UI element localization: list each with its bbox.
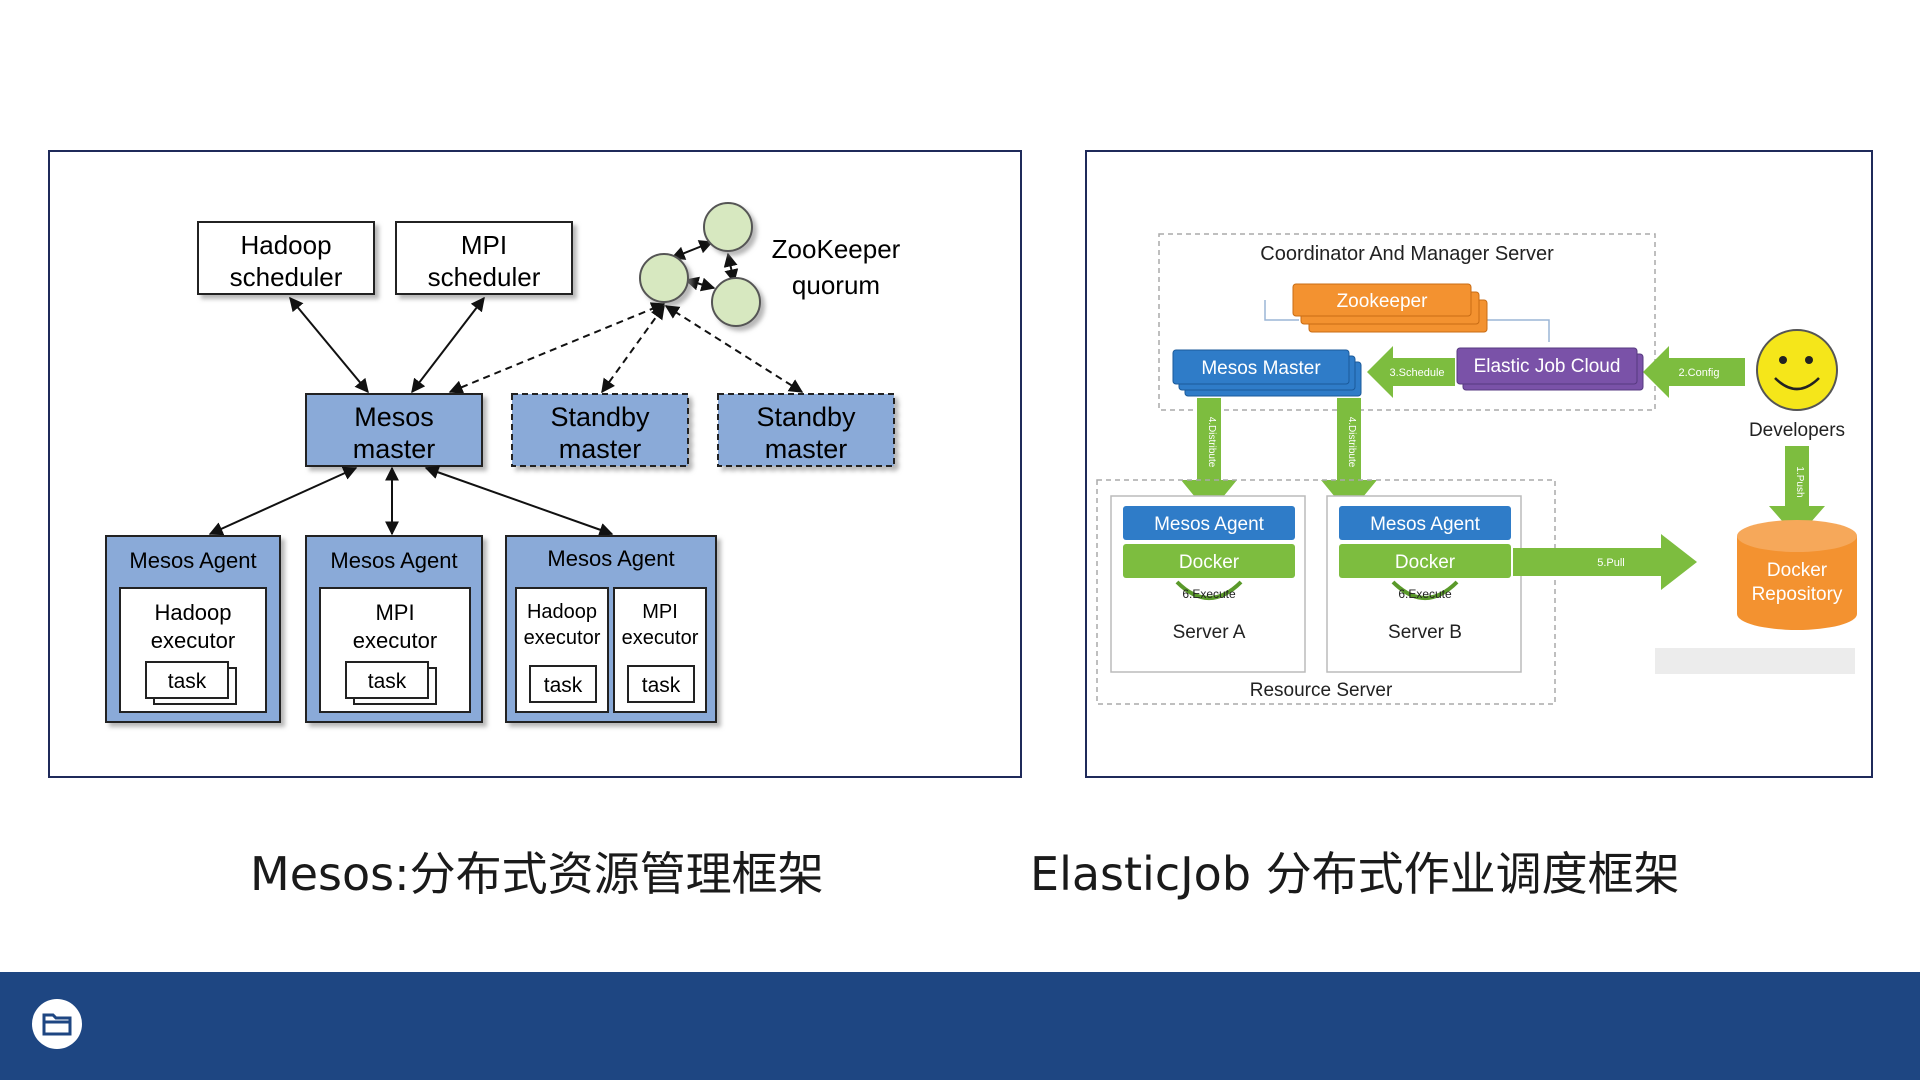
footer-bar — [0, 972, 1920, 1080]
blurred-watermark — [1655, 648, 1855, 674]
elasticjob-architecture-diagram: Coordinator And Manager Server Zookeeper… — [1096, 233, 1857, 705]
distribute-b-label: 4.Distribute — [1346, 417, 1357, 468]
zookeeper-stack: Zookeeper — [1292, 283, 1488, 333]
coordinator-title: Coordinator And Manager Server — [1260, 243, 1554, 265]
mesos-master-line1: Mesos — [354, 402, 434, 432]
mesos-master-line2: master — [353, 434, 436, 464]
developers-label: Developers — [1749, 420, 1845, 441]
mesos-master-box: Mesos master — [305, 393, 483, 467]
coordinator-box — [1158, 233, 1656, 411]
mpi-scheduler-line2: scheduler — [428, 262, 541, 292]
server-a-docker: Docker — [1179, 552, 1240, 573]
resource-server-box — [1096, 479, 1556, 705]
pull-arrow: 5.Pull — [1513, 534, 1697, 590]
zookeeper-label-line1: ZooKeeper — [772, 234, 901, 264]
server-a-name: Server A — [1173, 622, 1246, 643]
standby-master-box-2: Standby master — [717, 393, 895, 467]
mesos-agent-box-3: Mesos Agent Hadoop executor task MPI exe… — [505, 535, 717, 723]
agent-2-executor-line2: executor — [353, 628, 437, 653]
developers-smiley-icon — [1756, 329, 1838, 411]
agent-3-task-1: task — [544, 674, 583, 697]
elastic-job-cloud-box: Elastic Job Cloud — [1456, 347, 1644, 391]
config-arrow-label: 2.Config — [1679, 367, 1720, 379]
zk-node-3 — [711, 277, 761, 327]
elasticjob-caption: ElasticJob 分布式作业调度框架 — [1030, 847, 1680, 901]
zookeeper-label-line2: quorum — [792, 270, 880, 300]
agent-3-executor-2-line2: executor — [622, 627, 699, 649]
docker-repository-icon: Docker Repository — [1737, 520, 1857, 630]
resource-server-label: Resource Server — [1250, 680, 1393, 701]
agent-1-title: Mesos Agent — [129, 548, 256, 573]
distribute-arrow-b: 4.Distribute — [1321, 398, 1377, 514]
folder-icon — [32, 999, 82, 1049]
docker-repo-line2: Repository — [1752, 584, 1843, 605]
mesos-architecture-diagram: Hadoop scheduler MPI scheduler ZooKeeper… — [105, 202, 901, 723]
agent-1-executor-line1: Hadoop — [154, 600, 231, 625]
zookeeper-label: Zookeeper — [1337, 291, 1429, 312]
agent-2-title: Mesos Agent — [330, 548, 457, 573]
server-b-box: Mesos Agent Docker 6.Execute Server B — [1326, 495, 1522, 673]
hadoop-scheduler-line1: Hadoop — [240, 230, 331, 260]
mpi-scheduler-line1: MPI — [461, 230, 507, 260]
distribute-a-label: 4.Distribute — [1206, 417, 1217, 468]
hadoop-scheduler-box: Hadoop scheduler — [197, 221, 375, 295]
pull-arrow-label: 5.Pull — [1597, 557, 1625, 569]
server-b-name: Server B — [1388, 622, 1462, 643]
elasticjob-diagram-panel: Coordinator And Manager Server Zookeeper… — [1085, 150, 1873, 778]
agent-1-executor-line2: executor — [151, 628, 235, 653]
server-b-agent: Mesos Agent — [1370, 514, 1481, 535]
agent-3-executor-2-line1: MPI — [642, 601, 678, 623]
mesos-agent-box-1: Mesos Agent Hadoop executor task — [105, 535, 281, 723]
agent-2-executor-line1: MPI — [375, 600, 414, 625]
elastic-job-cloud-label: Elastic Job Cloud — [1474, 356, 1621, 377]
mesos-master-label: Mesos Master — [1201, 358, 1321, 379]
zk-node-1 — [703, 202, 753, 252]
mesos-caption: Mesos:分布式资源管理框架 — [250, 847, 824, 901]
server-a-execute: 6.Execute — [1182, 587, 1236, 601]
schedule-arrow-label: 3.Schedule — [1389, 367, 1444, 379]
standby-master-2-line1: Standby — [756, 402, 856, 432]
push-arrow-label: 1.Push — [1794, 466, 1805, 497]
mesos-master-stack: Mesos Master — [1172, 349, 1362, 397]
server-a-box: Mesos Agent Docker 6.Execute Server A — [1110, 495, 1306, 673]
standby-master-2-line2: master — [765, 434, 848, 464]
distribute-arrow-a: 4.Distribute — [1181, 398, 1237, 514]
docker-repo-line1: Docker — [1767, 560, 1828, 581]
standby-master-1-line2: master — [559, 434, 642, 464]
schedule-arrow: 3.Schedule — [1367, 346, 1455, 398]
push-arrow: 1.Push — [1769, 446, 1825, 538]
server-b-docker: Docker — [1395, 552, 1456, 573]
standby-master-1-line1: Standby — [550, 402, 650, 432]
mpi-scheduler-box: MPI scheduler — [395, 221, 573, 295]
mesos-agent-box-2: Mesos Agent MPI executor task — [305, 535, 483, 723]
zk-node-2 — [639, 253, 689, 303]
server-b-execute: 6.Execute — [1398, 587, 1452, 601]
agent-3-executor-1-line1: Hadoop — [527, 601, 597, 623]
agent-3-title: Mesos Agent — [547, 546, 674, 571]
server-a-agent: Mesos Agent — [1154, 514, 1265, 535]
mesos-diagram-panel: Hadoop scheduler MPI scheduler ZooKeeper… — [48, 150, 1022, 778]
zookeeper-quorum: ZooKeeper quorum — [639, 202, 901, 327]
agent-3-task-2: task — [642, 674, 681, 697]
config-arrow: 2.Config — [1643, 346, 1745, 398]
agent-3-executor-1-line2: executor — [524, 627, 601, 649]
standby-master-box-1: Standby master — [511, 393, 689, 467]
hadoop-scheduler-line2: scheduler — [230, 262, 343, 292]
agent-2-task: task — [368, 670, 407, 693]
agent-1-task: task — [168, 670, 207, 693]
